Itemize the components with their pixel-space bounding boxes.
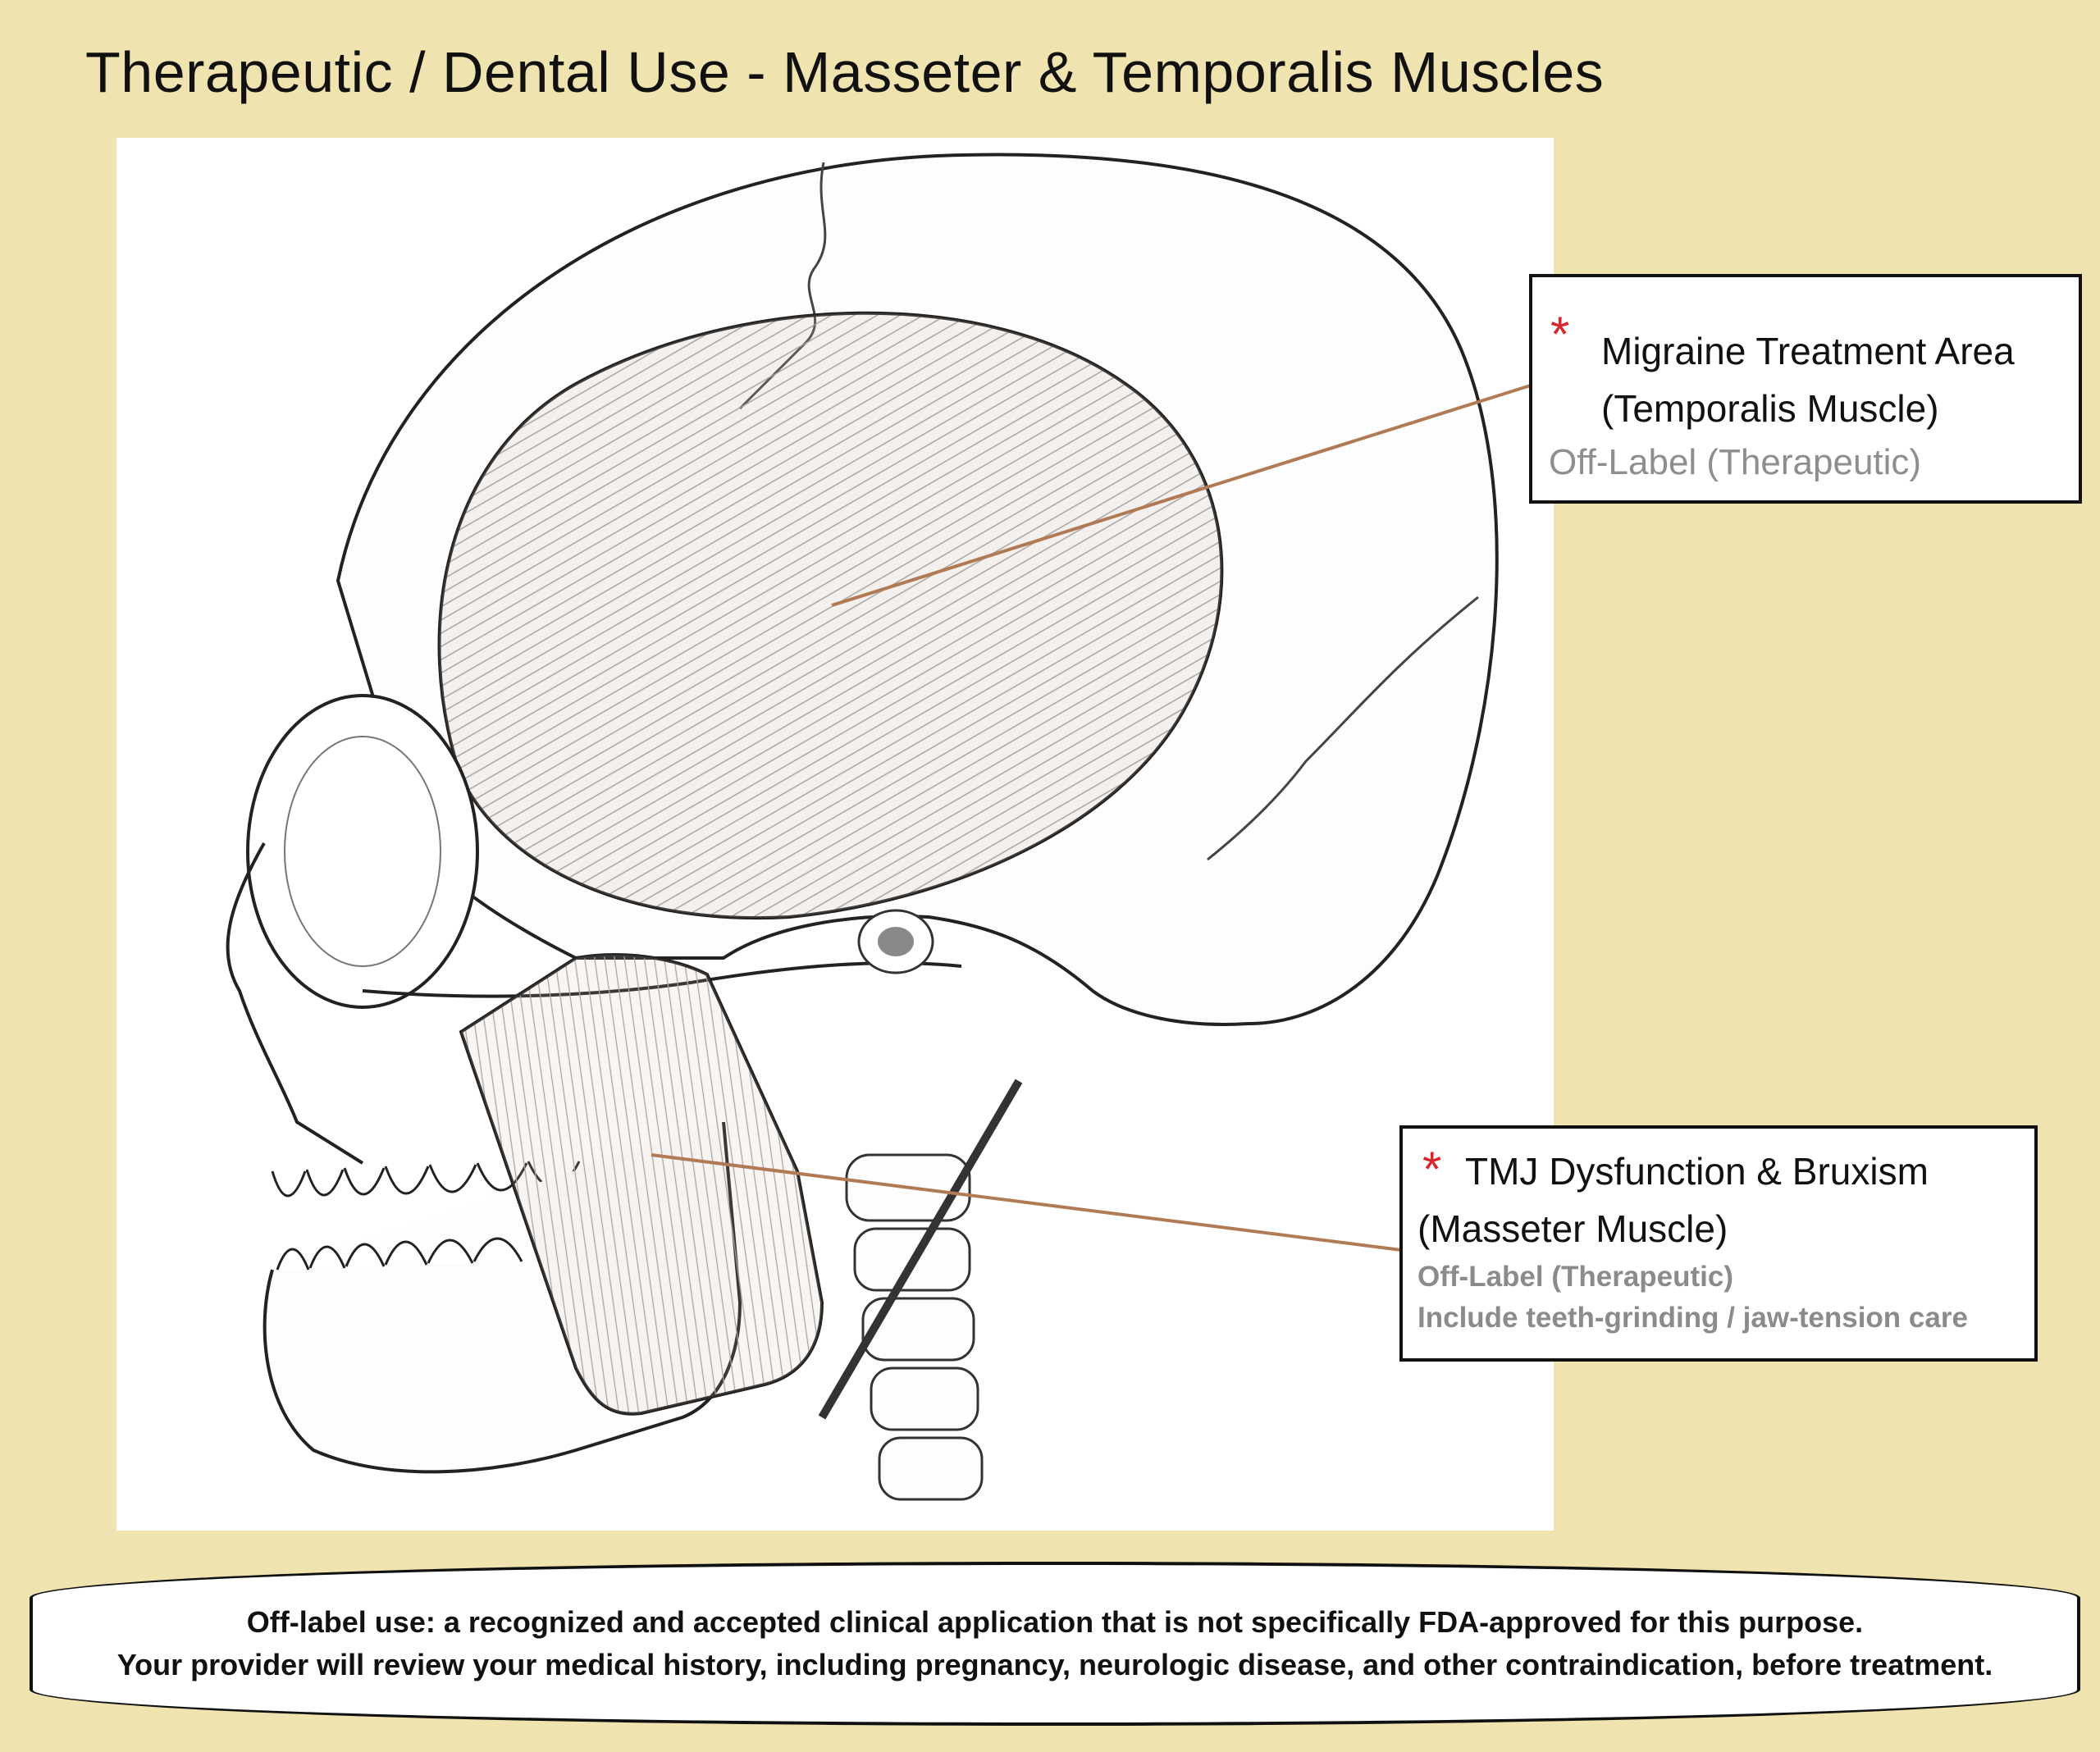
callout-migraine-offlabel: Off-Label (Therapeutic) bbox=[1549, 442, 1922, 482]
orbit bbox=[246, 694, 479, 1009]
masseter-muscle bbox=[459, 953, 824, 1416]
asterisk-marker: * bbox=[1422, 1142, 1442, 1197]
neck-muscle bbox=[818, 1079, 1023, 1420]
skull-drawing bbox=[226, 153, 1536, 1501]
lower-teeth bbox=[276, 1237, 523, 1271]
leader-line-temporalis bbox=[831, 382, 1536, 607]
callout-tmj-offlabel: Off-Label (Therapeutic) bbox=[1418, 1261, 1734, 1293]
page-title: Therapeutic / Dental Use - Masseter & Te… bbox=[85, 40, 1605, 104]
callout-tmj-muscle: (Masseter Muscle) bbox=[1418, 1207, 1728, 1250]
callout-migraine-muscle: (Temporalis Muscle) bbox=[1601, 387, 1939, 430]
disclaimer-box: Off-label use: a recognized and accepted… bbox=[30, 1562, 2080, 1726]
callout-tmj-note: Include teeth-grinding / jaw-tension car… bbox=[1418, 1302, 1968, 1334]
callout-tmj: * TMJ Dysfunction & Bruxism (Masseter Mu… bbox=[1399, 1125, 2038, 1362]
disclaimer-line-2: Your provider will review your medical h… bbox=[116, 1648, 1993, 1681]
lambdoid-suture bbox=[1207, 595, 1479, 861]
callout-migraine-title: Migraine Treatment Area bbox=[1601, 330, 2015, 372]
callout-tmj-title: TMJ Dysfunction & Bruxism bbox=[1465, 1150, 1929, 1193]
asterisk-marker: * bbox=[1550, 307, 1570, 362]
nasal-bone bbox=[226, 842, 364, 1165]
temporalis-muscle bbox=[437, 311, 1224, 920]
skull-illustration bbox=[116, 138, 1554, 1531]
leader-line-masseter bbox=[651, 1153, 1402, 1252]
callout-migraine: * Migraine Treatment Area (Temporalis Mu… bbox=[1529, 274, 2082, 504]
cervical-spine bbox=[845, 1153, 984, 1501]
disclaimer-line-1: Off-label use: a recognized and accepted… bbox=[246, 1605, 1864, 1639]
